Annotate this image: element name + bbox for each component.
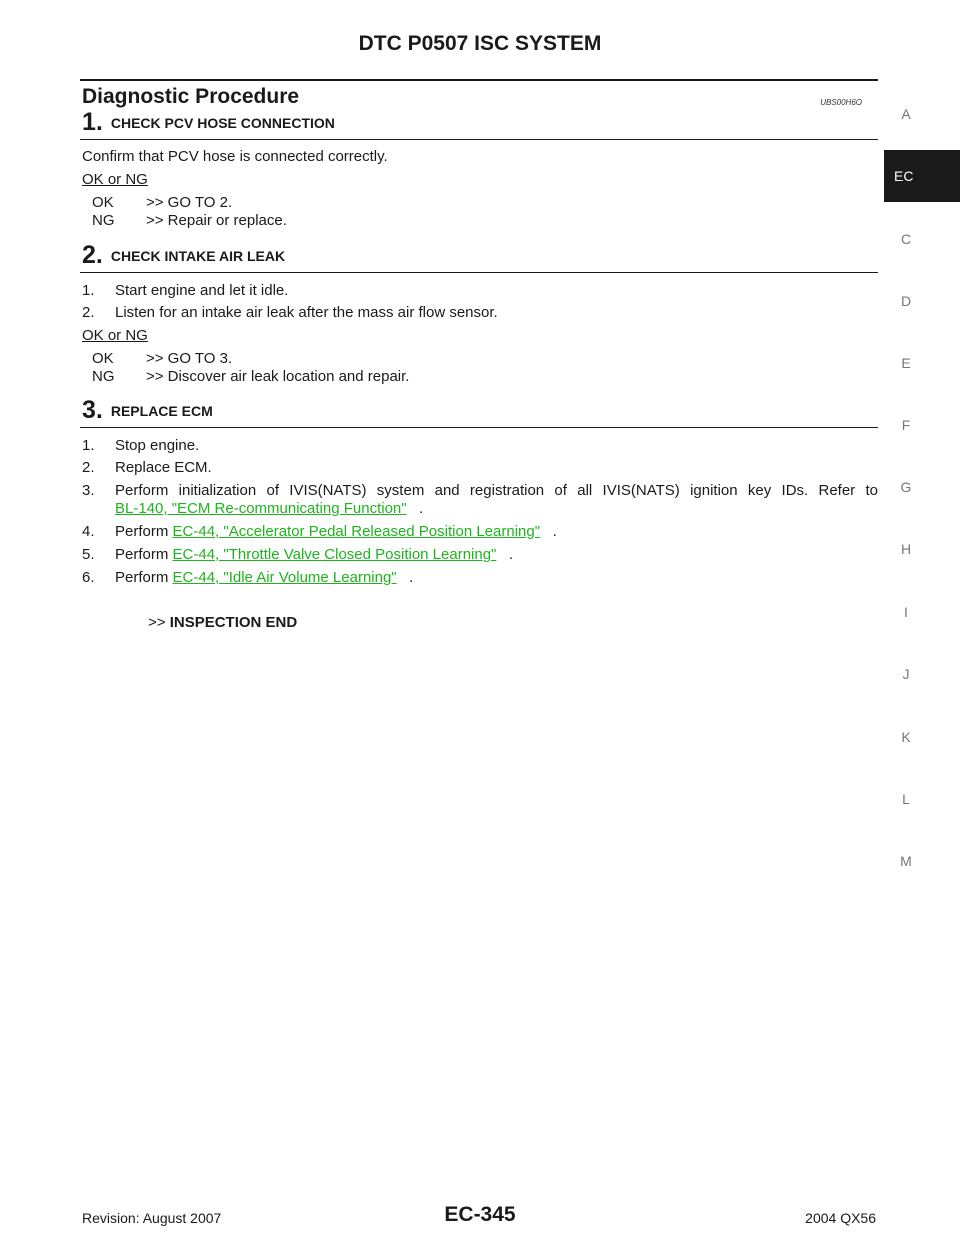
sidebar-letter-k[interactable]: K <box>901 729 911 745</box>
end-text: INSPECTION END <box>169 614 298 631</box>
sidebar-active-tab[interactable]: EC <box>884 150 960 202</box>
step-title: CHECK PCV HOSE CONNECTION <box>110 115 335 131</box>
page-header-title: DTC P0507 ISC SYSTEM <box>358 32 602 55</box>
list-item: Perform EC-44, "Accelerator Pedal Releas… <box>115 523 557 540</box>
sidebar-letter-e[interactable]: E <box>901 355 911 371</box>
section-code: UBS00H6O <box>820 98 862 107</box>
step-3-heading: 3. REPLACE ECM <box>82 396 213 425</box>
perform-label: Perform <box>115 546 169 563</box>
list-item: Perform EC-44, "Throttle Valve Closed Po… <box>115 546 513 563</box>
step-1-ok-or-ng: OK or NG <box>82 171 148 188</box>
sidebar-letter-g[interactable]: G <box>900 479 912 495</box>
step-number: 1. <box>82 108 103 136</box>
list-number: 6. <box>82 569 95 586</box>
step-2-ok-or-ng: OK or NG <box>82 327 148 344</box>
list-number: 2. <box>82 304 95 321</box>
period: . <box>552 523 557 540</box>
list-item: Perform initialization of IVIS(NATS) sys… <box>115 482 878 499</box>
list-item: Start engine and let it idle. <box>115 282 289 299</box>
section-title: Diagnostic Procedure <box>82 85 300 108</box>
list-item: Listen for an intake air leak after the … <box>115 304 498 321</box>
step-2-ok-key: OK <box>92 350 114 367</box>
step-2-ok-result: >> GO TO 3. <box>146 350 233 367</box>
perform-label: Perform <box>115 523 169 540</box>
step-2-heading: 2. CHECK INTAKE AIR LEAK <box>82 241 285 270</box>
step-2-ng-result: >> Discover air leak location and repair… <box>146 368 410 385</box>
footer-model: 2004 QX56 <box>805 1210 876 1226</box>
idle-air-volume-learning-link[interactable]: EC-44, "Idle Air Volume Learning" <box>172 569 397 586</box>
list-number: 5. <box>82 546 95 563</box>
period: . <box>419 500 424 517</box>
list-number: 3. <box>82 482 95 499</box>
accelerator-pedal-learning-link[interactable]: EC-44, "Accelerator Pedal Released Posit… <box>172 523 541 540</box>
step-1-ok-result: >> GO TO 2. <box>146 194 233 211</box>
sidebar-letter-h[interactable]: H <box>900 541 912 557</box>
sidebar-letter-d[interactable]: D <box>900 293 912 309</box>
list-item-continuation: BL-140, "ECM Re-communicating Function" … <box>115 500 423 517</box>
step-1-heading: 1. CHECK PCV HOSE CONNECTION <box>82 108 335 137</box>
step-divider <box>80 427 878 428</box>
inspection-end: >> INSPECTION END <box>148 614 297 631</box>
step-1-ok-key: OK <box>92 194 114 211</box>
list-item: Perform EC-44, "Idle Air Volume Learning… <box>115 569 413 586</box>
step-number: 3. <box>82 396 103 424</box>
step-divider <box>80 272 878 273</box>
step-title: CHECK INTAKE AIR LEAK <box>110 248 286 264</box>
footer-revision: Revision: August 2007 <box>82 1210 222 1226</box>
sidebar-letter-l[interactable]: L <box>902 791 910 807</box>
list-number: 2. <box>82 459 95 476</box>
list-number: 1. <box>82 282 95 299</box>
step-title: REPLACE ECM <box>110 403 213 419</box>
step-1-ng-result: >> Repair or replace. <box>146 212 287 229</box>
throttle-valve-learning-link[interactable]: EC-44, "Throttle Valve Closed Position L… <box>172 546 497 563</box>
step-1-text: Confirm that PCV hose is connected corre… <box>82 148 388 165</box>
header-divider <box>80 79 878 81</box>
sidebar-letter-a[interactable]: A <box>901 106 911 122</box>
list-item: Stop engine. <box>115 437 200 454</box>
step-number: 2. <box>82 241 103 269</box>
step-divider <box>80 139 878 140</box>
period: . <box>409 569 414 586</box>
end-prefix: >> <box>148 614 166 631</box>
perform-label: Perform <box>115 569 169 586</box>
sidebar-letter-j[interactable]: J <box>902 666 910 682</box>
list-number: 4. <box>82 523 95 540</box>
step-1-ng-key: NG <box>92 212 115 229</box>
step-2-ng-key: NG <box>92 368 115 385</box>
ecm-recommunicating-link[interactable]: BL-140, "ECM Re-communicating Function" <box>115 500 407 517</box>
sidebar-letter-f[interactable]: F <box>901 417 911 433</box>
list-number: 1. <box>82 437 95 454</box>
sidebar-letter-c[interactable]: C <box>900 231 912 247</box>
footer-page-number: EC-345 <box>444 1203 516 1226</box>
list-item: Replace ECM. <box>115 459 212 476</box>
sidebar-letter-i[interactable]: I <box>904 604 908 620</box>
period: . <box>508 546 514 563</box>
sidebar-letter-m[interactable]: M <box>900 853 912 869</box>
